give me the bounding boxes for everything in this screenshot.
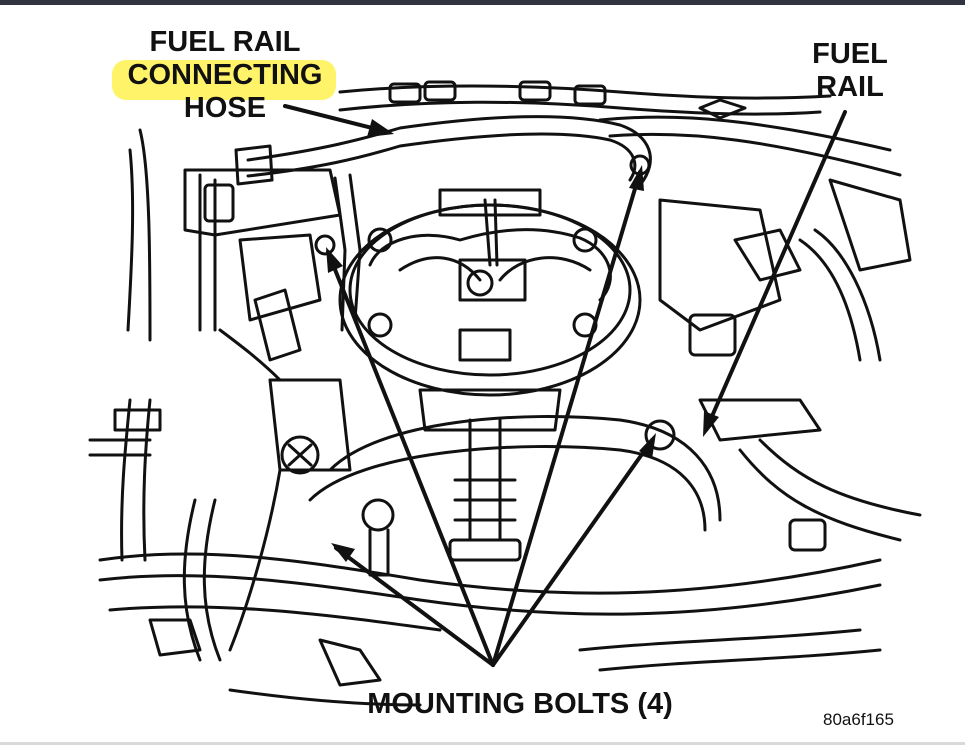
left-hoses (88, 398, 282, 662)
left-engine-components (126, 128, 352, 475)
fuel-rail-connecting-hose-label: FUEL RAIL CONNECTING HOSE (100, 26, 350, 125)
hose-label-line-3: HOSE (183, 92, 267, 124)
hose-label-line-1: FUEL RAIL (149, 26, 301, 58)
rail-label-line-1: FUEL (812, 38, 888, 70)
window-frame-bottom (0, 742, 965, 745)
hose-label-line-2: CONNECTING (127, 59, 323, 91)
window-frame-top (0, 0, 965, 5)
rail-label-line-2: RAIL (816, 71, 884, 103)
bottom-hoses (98, 552, 882, 707)
fuel-rail-connecting-hose (234, 115, 652, 332)
upper-wire-harness (338, 80, 902, 177)
figure-id: 80a6f165 (823, 710, 894, 729)
mounting-bolts-label: MOUNTING BOLTS (4) (367, 688, 673, 720)
right-engine-components (658, 178, 922, 552)
arrow-heads (326, 119, 719, 562)
lower-intake (308, 154, 722, 577)
throttle-body (338, 188, 642, 432)
hose-label-highlight (112, 60, 336, 100)
fuel-rail-label: FUEL RAIL (795, 38, 905, 104)
